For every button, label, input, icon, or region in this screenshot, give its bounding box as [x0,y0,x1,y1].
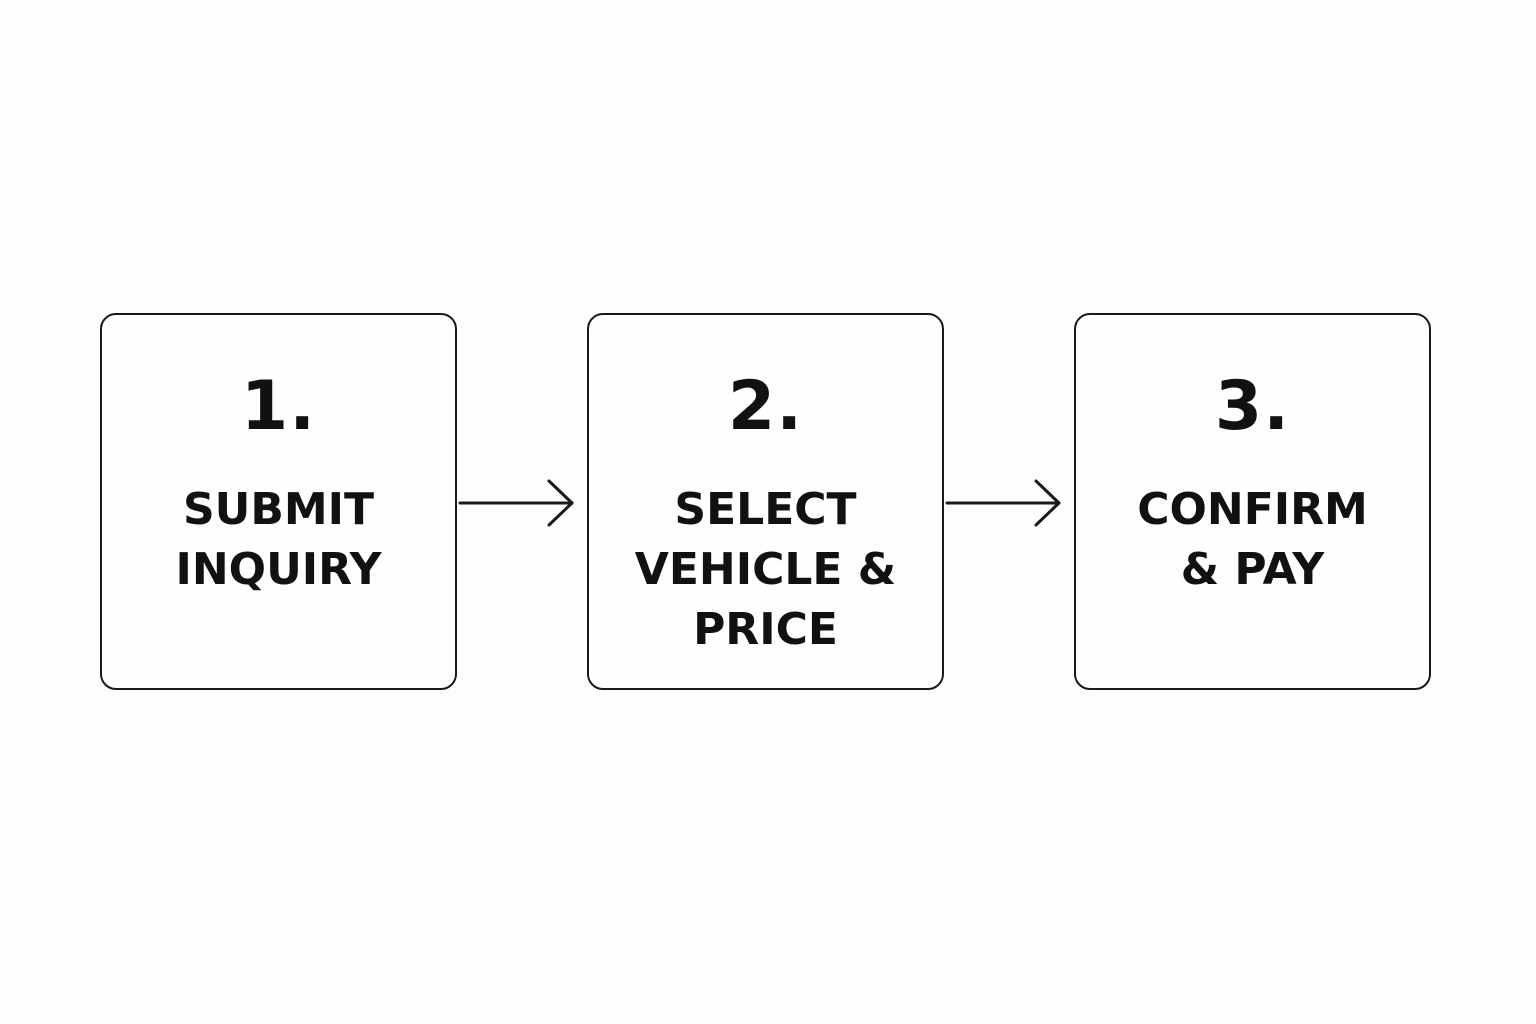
arrow-right-icon [945,479,1061,527]
step-label: SELECT VEHICLE & PRICE [589,480,942,660]
step-label-line: SELECT [674,484,857,535]
step-label-line: PRICE [693,604,838,655]
step-label-line: INQUIRY [175,544,382,595]
step-1-box: 1. SUBMIT INQUIRY [100,313,457,690]
arrow-right-icon [458,479,574,527]
step-3-box: 3. CONFIRM & PAY [1074,313,1431,690]
step-label-line: & PAY [1180,544,1325,595]
step-number: 1. [240,367,317,446]
step-label-line: SUBMIT [182,484,375,535]
step-label: SUBMIT INQUIRY [102,480,455,600]
step-number: 3. [1214,367,1291,446]
step-label-line: CONFIRM [1137,484,1368,535]
step-2-box: 2. SELECT VEHICLE & PRICE [587,313,944,690]
step-label-line: VEHICLE & [634,544,897,595]
step-number: 2. [727,367,804,446]
step-label: CONFIRM & PAY [1076,480,1429,600]
